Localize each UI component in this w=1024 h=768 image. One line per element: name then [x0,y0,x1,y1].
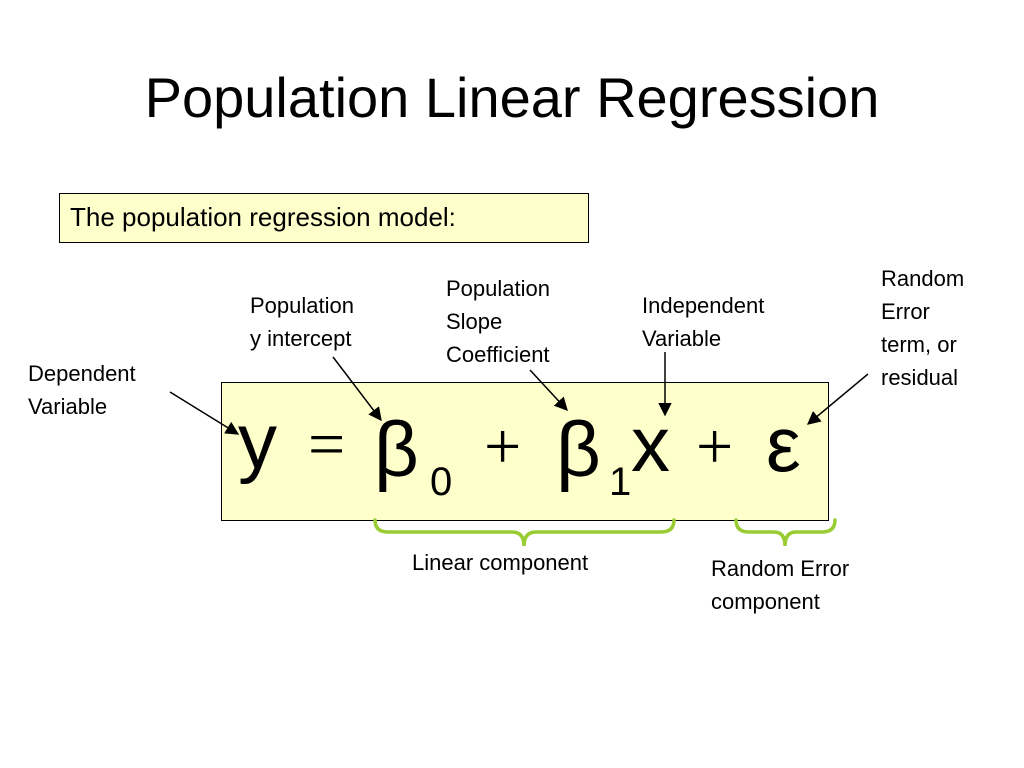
label-independent-variable: Independent Variable [642,293,765,351]
label-random-error-term: Random Error term, or residual [881,266,965,390]
equation-box [221,382,829,521]
arrow-slope [529,369,568,411]
label-linear-component: Linear component [412,550,589,575]
equation-plus-1: + [484,410,522,483]
equation-x: x [631,400,670,488]
equation-beta1: β [556,405,601,493]
equation-sub0: 0 [430,460,453,504]
arrow-error-term [806,373,869,425]
label-population-slope: Population Slope Coefficient [446,276,550,367]
label-dependent-variable: Dependent Variable [28,361,136,419]
brace-linear-component [373,518,676,547]
brace-error-component [734,518,837,547]
equation-equals: = [308,408,346,481]
equation-plus-2: + [696,410,734,483]
equation-sub1: 1 [609,460,632,504]
label-population-intercept: Population y intercept [250,293,354,351]
equation-beta0: β [374,405,419,493]
equation-epsilon: ε [766,400,801,488]
arrow-dependent [169,391,240,435]
page-title: Population Linear Regression [144,66,880,129]
model-label: The population regression model: [70,202,456,232]
label-random-error-component: Random Error component [711,556,850,614]
equation-y: y [238,397,277,485]
model-label-box: The population regression model: [59,193,589,243]
arrow-intercept [332,356,382,422]
